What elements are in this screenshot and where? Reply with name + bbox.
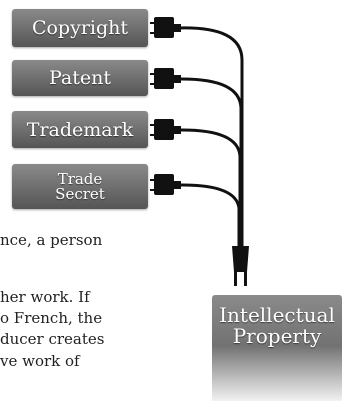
cable-connectors: [150, 17, 249, 286]
body-text-line: ducer creates: [0, 330, 105, 348]
trademark-box: Trademark: [12, 111, 148, 148]
trade-secret-box: Trade Secret: [12, 164, 148, 209]
ip-label-line1: Intellectual: [219, 303, 335, 327]
patent-plug-icon: [150, 68, 181, 89]
copyright-cable: [176, 26, 244, 248]
trade-secret-plug-icon: [150, 174, 181, 195]
trade-secret-cable: [176, 183, 241, 248]
trademark-cable: [176, 128, 242, 248]
copyright-plug-icon: [150, 17, 181, 38]
main-plug-icon: [232, 246, 249, 286]
patent-box: Patent: [12, 60, 148, 96]
body-text-line: nce, a person: [0, 231, 103, 249]
patent-cable: [176, 77, 243, 248]
patent-label: Patent: [48, 67, 111, 89]
copyright-box: Copyright: [12, 9, 148, 47]
body-text-line: her work. If: [0, 288, 90, 306]
copyright-label: Copyright: [31, 17, 129, 39]
trade-secret-label-line1: Trade: [57, 169, 103, 188]
ip-label-line2: Property: [232, 324, 322, 348]
trade-secret-label-line2: Secret: [55, 184, 105, 203]
body-text-line: o French, the: [0, 309, 103, 327]
trademark-label: Trademark: [26, 118, 134, 141]
body-text-line: ve work of: [0, 352, 80, 370]
trademark-plug-icon: [150, 119, 181, 140]
intellectual-property-box: Intellectual Property: [212, 295, 342, 401]
